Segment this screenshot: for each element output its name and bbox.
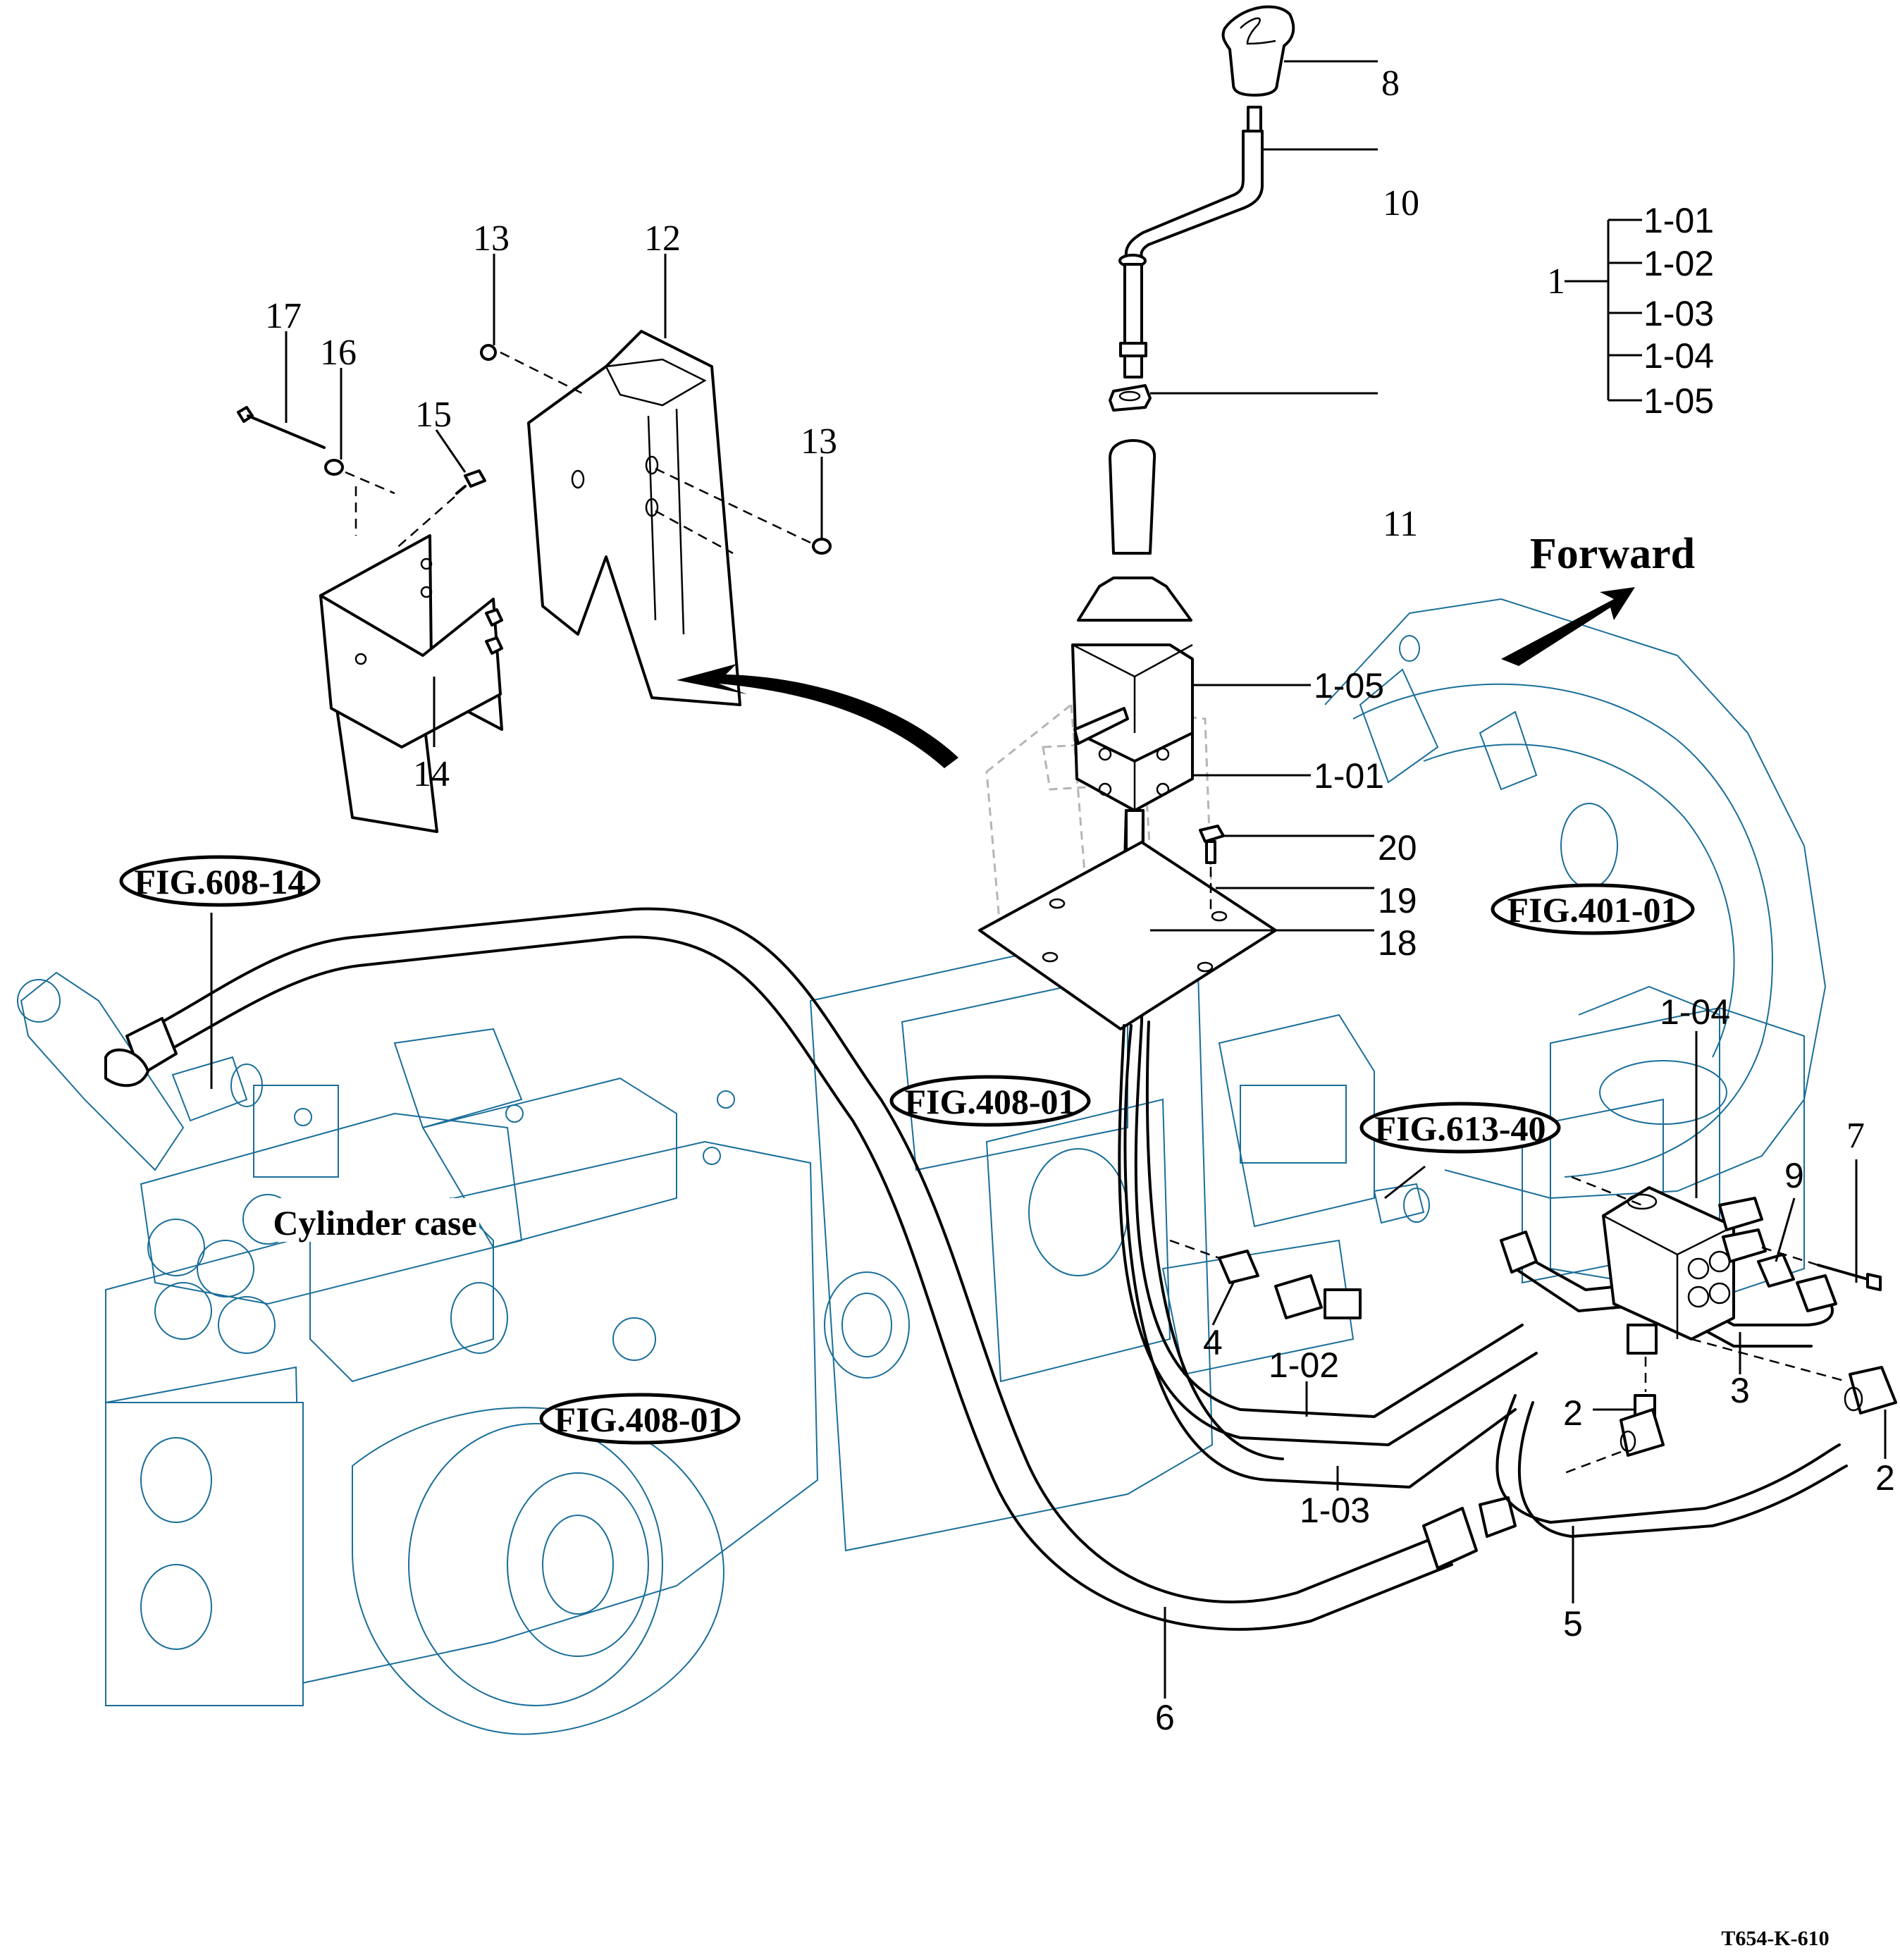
callout-6: 6 [1155, 1698, 1175, 1737]
callout-18: 18 [1378, 923, 1417, 963]
fig-ref-608-14[interactable]: FIG.608-14 [119, 855, 321, 907]
callout-3: 3 [1730, 1371, 1750, 1410]
cover-screw-right [812, 538, 832, 555]
callout-2-left: 2 [1563, 1393, 1583, 1433]
forward-arrow [1501, 587, 1635, 666]
forward-label: Forward [1530, 530, 1695, 578]
fig-ref-608-14-label[interactable]: FIG.608-14 [134, 862, 305, 901]
control-valve [1571, 1176, 1847, 1383]
leader-lines [210, 60, 1887, 1699]
callout-1-03: 1-03 [1300, 1491, 1370, 1530]
transfer-arrow [677, 664, 958, 768]
callout-14: 14 [413, 754, 450, 794]
callout-17: 17 [265, 296, 302, 336]
callout-11: 11 [1383, 504, 1418, 544]
fig-ref-613-40-label[interactable]: FIG.613-40 [1374, 1109, 1546, 1148]
lever-bracket [319, 534, 503, 833]
bolt-small [394, 469, 486, 550]
adapter-9 [1757, 1253, 1795, 1288]
callout-1-02: 1-02 [1269, 1345, 1339, 1385]
hose-6 [104, 907, 1517, 1631]
callout-4: 4 [1203, 1323, 1223, 1362]
drawing-code: T654-K-610 [1721, 1927, 1829, 1950]
callout-1-05: 1-05 [1314, 666, 1384, 705]
hose-1-02 [1118, 1021, 1538, 1446]
callout-7: 7 [1846, 1116, 1865, 1156]
mounting-plate [978, 841, 1277, 1030]
hose-5 [1495, 1394, 1848, 1538]
elbow-right [1844, 1366, 1897, 1414]
adapter-4 [1169, 1239, 1259, 1284]
cylinder-case-label-bg [271, 1198, 479, 1242]
callout-1-01: 1-01 [1314, 756, 1384, 796]
washer [324, 459, 395, 536]
assembly-child-1-04: 1-04 [1643, 336, 1714, 376]
callout-15: 15 [415, 395, 452, 435]
fig-ref-408-01-upper[interactable]: FIG.408-01 [889, 1075, 1091, 1127]
fig-ref-408-01-lower-label[interactable]: FIG.408-01 [554, 1400, 725, 1439]
fig-ref-401-01[interactable]: FIG.401-01 [1491, 883, 1695, 935]
assembly-child-1-05: 1-05 [1643, 381, 1714, 421]
assembly-child-1-01: 1-01 [1643, 201, 1714, 240]
callout-8: 8 [1381, 63, 1400, 104]
callout-9: 9 [1784, 1156, 1804, 1195]
callout-13-top: 13 [473, 218, 510, 259]
shift-lever [1118, 106, 1264, 378]
assembly-root-label: 1 [1547, 261, 1565, 302]
lever-cover [500, 330, 811, 706]
callout-20: 20 [1378, 828, 1417, 868]
fig-ref-401-01-label[interactable]: FIG.401-01 [1507, 890, 1678, 930]
fig-ref-408-01-lower[interactable]: FIG.408-01 [539, 1393, 741, 1445]
cylinder-case-label: Cylinder case [273, 1203, 476, 1243]
bolt-long [237, 406, 326, 449]
shift-knob [1221, 5, 1295, 97]
callout-5: 5 [1563, 1604, 1583, 1644]
assembly-tree: 1 1-01 1-02 1-03 1-04 1-05 [1547, 201, 1714, 421]
part-callouts: 8 10 11 12 13 13 14 15 16 17 1-05 1-01 2… [265, 63, 1895, 1737]
callout-2-right: 2 [1875, 1458, 1895, 1498]
lever-nut [1109, 384, 1152, 412]
callout-1-04: 1-04 [1660, 992, 1730, 1032]
cover-screw-top [480, 344, 497, 361]
transmission-housing-reference [17, 598, 1827, 1735]
hose-1-03 [1123, 1021, 1517, 1489]
callout-19: 19 [1378, 881, 1417, 920]
assembly-child-1-03: 1-03 [1643, 294, 1714, 333]
callout-12: 12 [644, 218, 681, 259]
valve-bolt [1817, 1264, 1882, 1291]
callout-16: 16 [320, 333, 357, 373]
callout-13-right: 13 [801, 421, 837, 462]
callout-10: 10 [1383, 183, 1419, 223]
hose-fitting-1-02 [1274, 1274, 1362, 1319]
assembly-child-1-02: 1-02 [1643, 244, 1714, 283]
elbow-left [1564, 1357, 1665, 1474]
plate-bolt [1199, 825, 1225, 909]
fig-ref-408-01-upper-label[interactable]: FIG.408-01 [904, 1082, 1075, 1121]
fig-ref-613-40[interactable]: FIG.613-40 [1359, 1102, 1561, 1154]
figure-references[interactable]: FIG.608-14 FIG.401-01 FIG.408-01 FIG.613… [119, 855, 1695, 1445]
